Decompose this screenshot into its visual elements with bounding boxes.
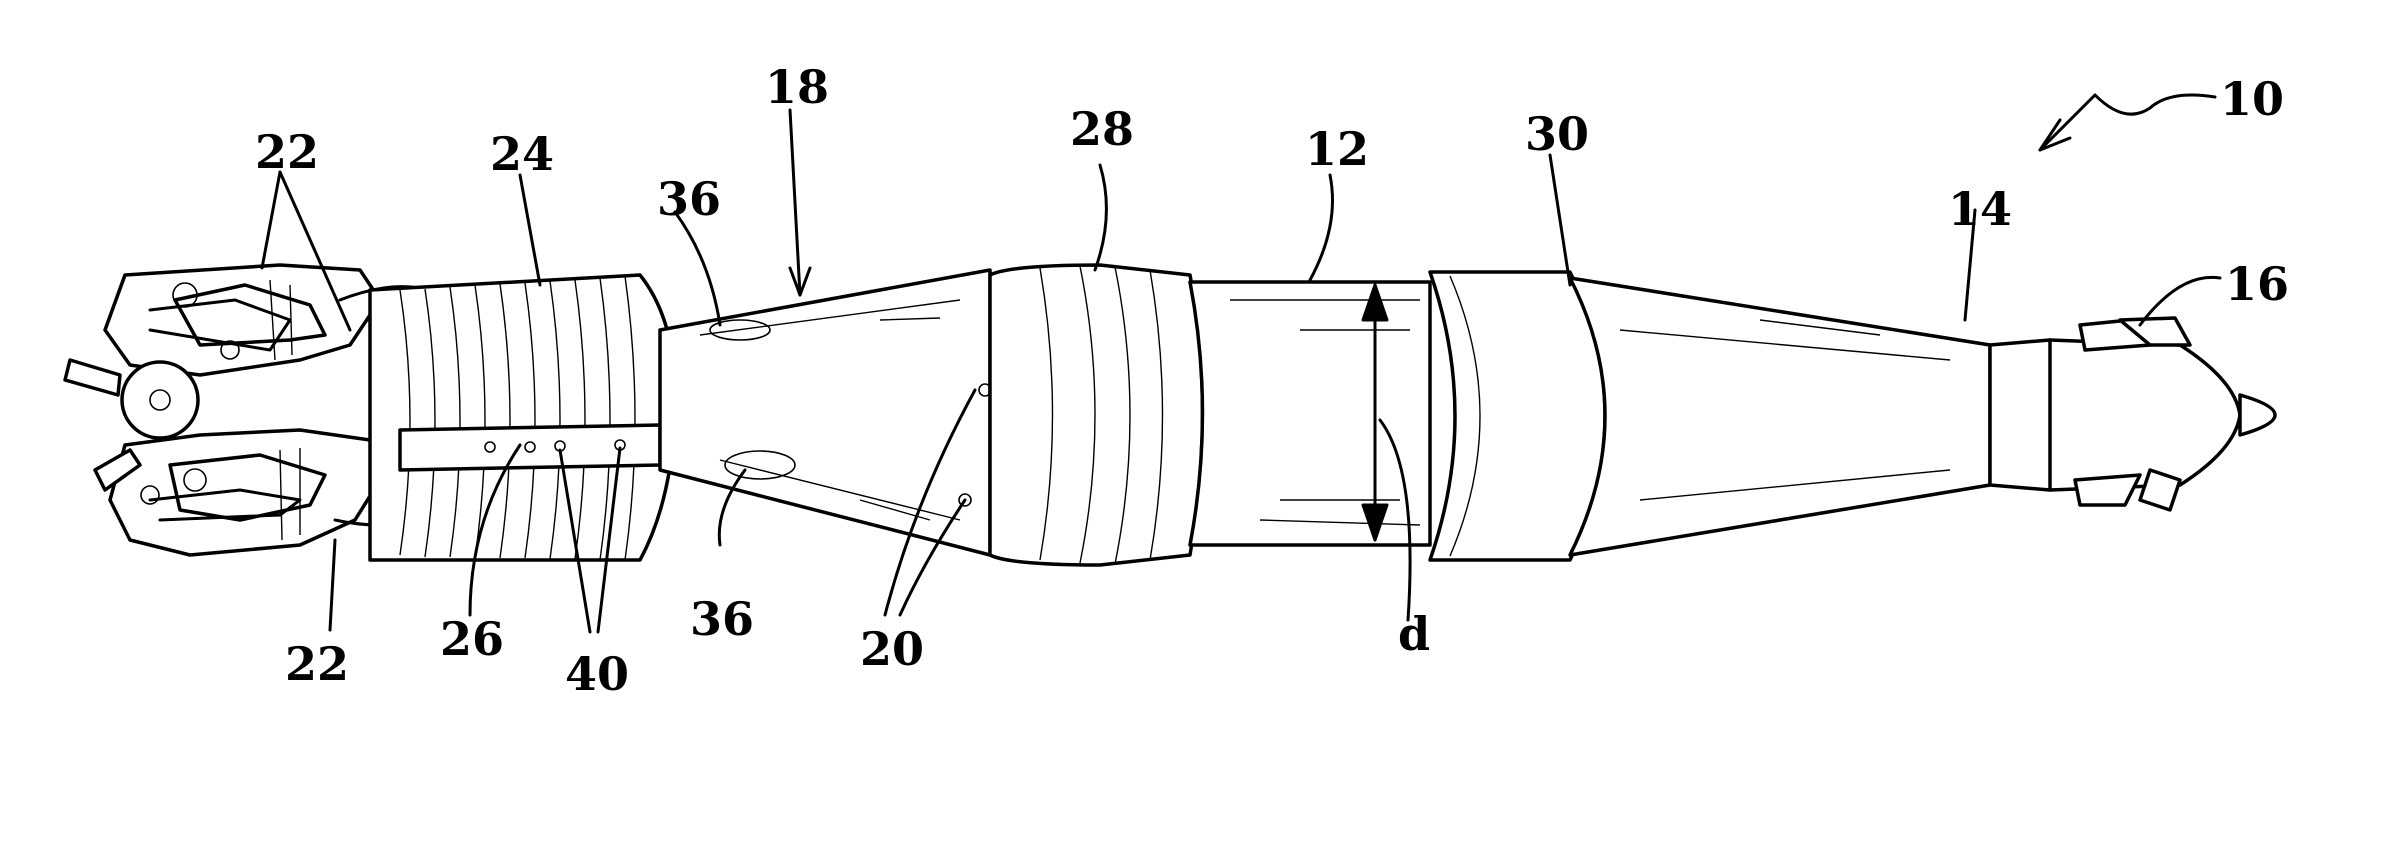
main-body	[1190, 282, 1430, 545]
label-22-bottom: 22	[285, 637, 349, 691]
label-40: 40	[565, 647, 629, 701]
nose-and-fuze	[1570, 278, 2275, 555]
leader-12	[1310, 175, 1333, 280]
obturator-bands	[990, 265, 1203, 565]
leader-10	[2040, 95, 2215, 150]
label-20: 20	[860, 622, 924, 676]
leader-18	[790, 110, 800, 295]
label-36-bottom: 36	[690, 592, 754, 646]
leader-24	[520, 175, 540, 285]
front-collar	[1430, 272, 1605, 560]
leader-36-top	[675, 212, 720, 325]
label-22-top: 22	[255, 125, 319, 179]
label-26: 26	[440, 612, 504, 666]
label-28: 28	[1070, 102, 1134, 156]
label-36-top: 36	[657, 172, 721, 226]
leader-22-bottom	[330, 540, 335, 630]
label-16: 16	[2225, 257, 2289, 311]
label-24: 24	[490, 127, 554, 181]
label-d: d	[1398, 607, 1430, 661]
label-14: 14	[1948, 182, 2012, 236]
label-12: 12	[1305, 122, 1369, 176]
label-30: 30	[1525, 107, 1589, 161]
label-18: 18	[765, 60, 829, 114]
label-10: 10	[2220, 72, 2284, 126]
tail-boom-rings	[370, 275, 676, 560]
leader-30	[1550, 155, 1570, 285]
leader-22-top-a	[262, 172, 280, 268]
leader-28	[1095, 165, 1106, 270]
aft-body-cone	[660, 270, 991, 555]
